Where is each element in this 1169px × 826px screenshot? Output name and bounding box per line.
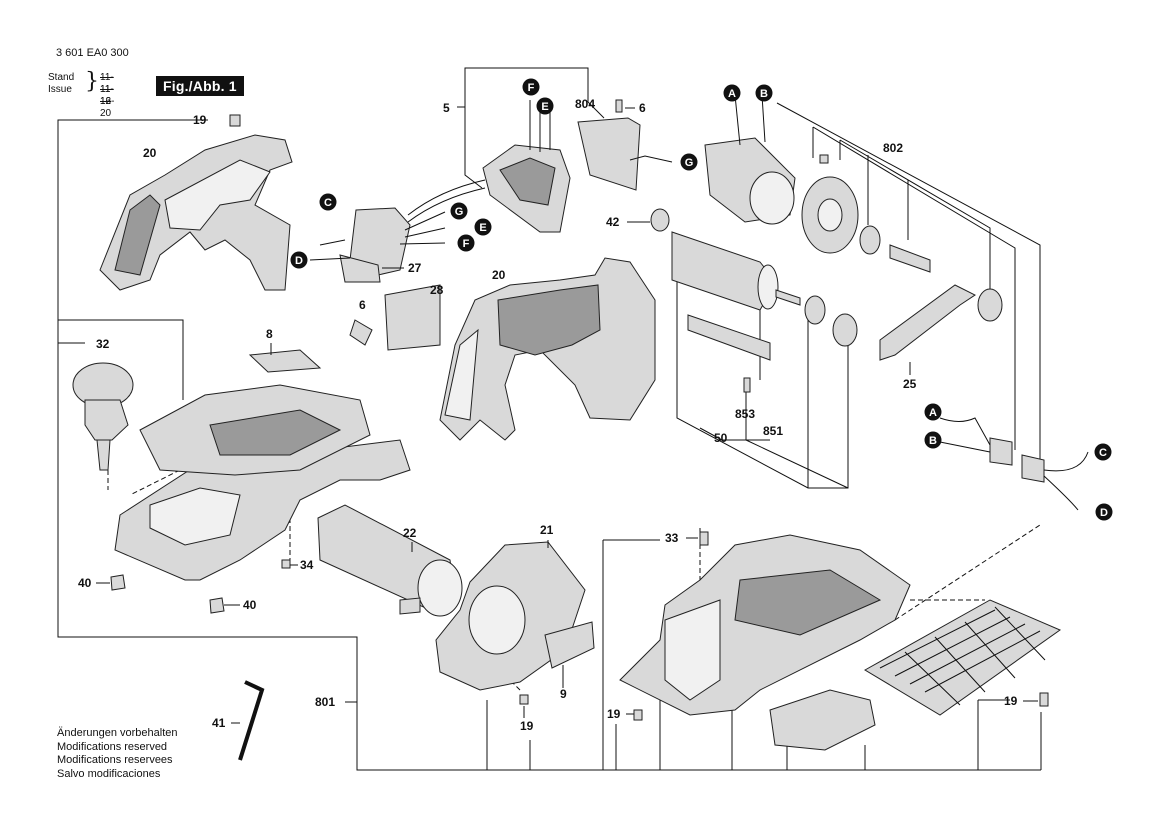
- label-28: 28: [430, 283, 444, 297]
- label-42: 42: [606, 215, 620, 229]
- part-number: 3 601 EA0 300: [56, 47, 129, 59]
- stand-label: Stand: [48, 72, 75, 83]
- connector-B-plug: B: [929, 435, 937, 447]
- connector-A-motor: A: [728, 88, 736, 100]
- connector-C-plug: C: [1099, 447, 1107, 459]
- note-line-de: Änderungen vorbehalten: [57, 727, 178, 739]
- label-41: 41: [212, 716, 226, 730]
- chip-ejector-assembly: [317, 504, 595, 705]
- base-front-assembly: [72, 114, 441, 614]
- connector-C-switch: C: [324, 197, 332, 209]
- bracket-lines: [57, 67, 1042, 771]
- figure-badge: Fig./Abb. 1: [156, 76, 244, 96]
- base-plate-assembly: [619, 531, 1062, 751]
- label-22: 22: [403, 526, 417, 540]
- label-851: 851: [763, 424, 783, 438]
- label-40-mid: 40: [243, 598, 257, 612]
- note-line-en: Modifications reserved: [57, 740, 168, 753]
- connector-E-top: E: [541, 101, 548, 113]
- label-853: 853: [735, 407, 755, 421]
- label-19-mid: 19: [520, 719, 534, 733]
- hex-key: [238, 680, 265, 761]
- label-20-housing: 20: [143, 146, 157, 160]
- connector-D-plug: D: [1100, 507, 1108, 519]
- label-19-bottom-right: 19: [1004, 694, 1018, 708]
- label-50: 50: [714, 431, 728, 445]
- handle-half-right: [439, 257, 656, 441]
- connector-G-right: G: [685, 157, 694, 169]
- housing-half-left: [99, 134, 293, 291]
- label-6-top: 6: [639, 101, 646, 115]
- label-6-left: 6: [359, 298, 366, 312]
- motor-fan-assembly: [650, 94, 1089, 511]
- label-19-bottom-left: 19: [607, 707, 621, 721]
- revision-brace: }: [85, 69, 99, 94]
- label-21: 21: [540, 523, 554, 537]
- label-804: 804: [575, 97, 595, 111]
- label-5: 5: [443, 101, 450, 115]
- connector-markers: F E A B G C G E F D A B C D: [290, 78, 1113, 521]
- label-19-top: 19: [193, 113, 207, 127]
- connector-F-top: F: [528, 82, 535, 94]
- label-801: 801: [315, 695, 335, 709]
- label-9: 9: [560, 687, 567, 701]
- modifications-note: Änderungen vorbehalten Modifications res…: [57, 727, 177, 781]
- connector-D-switch: D: [295, 255, 303, 267]
- connector-A-plug: A: [929, 407, 937, 419]
- note-line-fr: Modifications reservees: [57, 754, 173, 766]
- connector-G-switch: G: [455, 206, 464, 218]
- label-32: 32: [96, 337, 110, 351]
- label-27: 27: [408, 261, 422, 275]
- part-labels: 5 804 6 802 19 20 20 27 28 6 42 8 32 25 …: [78, 97, 1038, 733]
- label-25: 25: [903, 377, 917, 391]
- issue-label: Issue: [48, 84, 72, 95]
- label-40-left: 40: [78, 576, 92, 590]
- connector-B-motor: B: [760, 88, 768, 100]
- label-802: 802: [883, 141, 903, 155]
- stand-date: 11-11-16: [100, 72, 114, 107]
- label-34: 34: [300, 558, 314, 572]
- connector-E-switch: E: [479, 222, 486, 234]
- issue-date: 11-12-20: [100, 84, 115, 119]
- label-8: 8: [266, 327, 273, 341]
- label-20-handle: 20: [492, 268, 506, 282]
- switch-electronics: [309, 99, 673, 283]
- note-line-es: Salvo modificaciones: [57, 767, 161, 780]
- connector-F-switch: F: [463, 238, 470, 250]
- label-33: 33: [665, 531, 679, 545]
